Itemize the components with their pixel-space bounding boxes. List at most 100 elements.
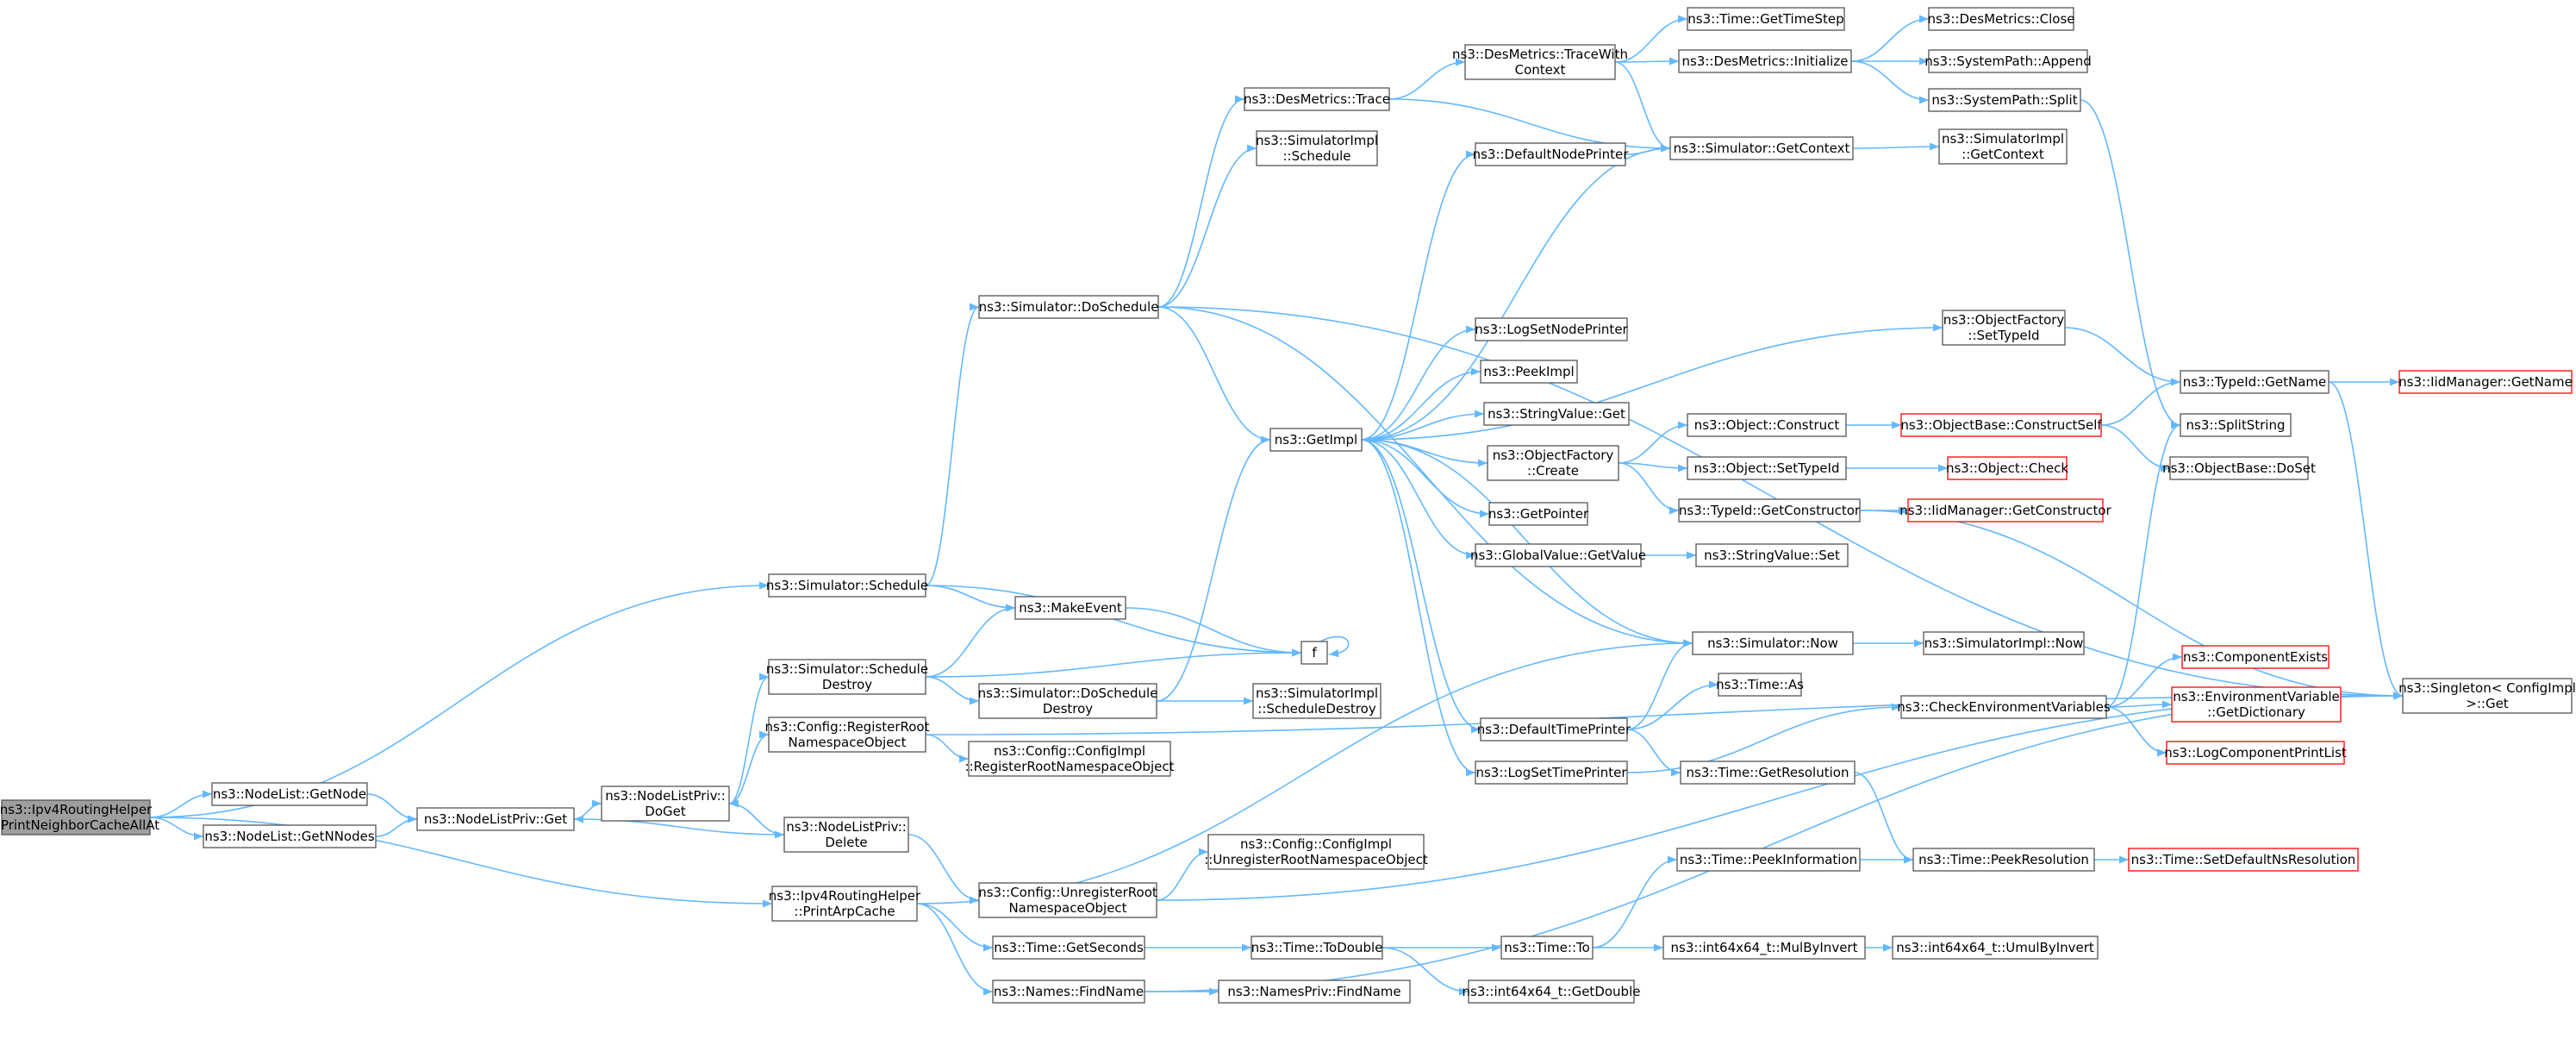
node-ns3-iidmanager-getname[interactable]: ns3::IidManager::GetName: [2398, 370, 2573, 394]
node-ns3-ipv4routinghelper-printneighborcacheallat[interactable]: ns3::Ipv4RoutingHelper::PrintNeighborCac…: [0, 799, 159, 836]
node-label: ns3::ObjectFactory: [1943, 312, 2065, 328]
node-ns3-object-settypeid[interactable]: ns3::Object::SetTypeId: [1687, 456, 1847, 480]
node-f[interactable]: f: [1300, 641, 1328, 665]
edge-arrowhead: [574, 815, 583, 823]
node-label: ns3::SimulatorImpl::Now: [1924, 635, 2084, 651]
node-box: [2166, 741, 2345, 765]
edge-n15-n22: [1156, 848, 1209, 901]
node-ns3-time-gettimestep[interactable]: ns3::Time::GetTimeStep: [1687, 7, 1845, 31]
node-ns3-logsettimeprinter[interactable]: ns3::LogSetTimePrinter: [1475, 760, 1628, 785]
node-ns3-time-peekresolution[interactable]: ns3::Time::PeekResolution: [1912, 848, 2095, 872]
edge-arrowhead: [1329, 649, 1339, 658]
edge-n58-n62: [2105, 421, 2181, 708]
node-ns3-typeid-getconstructor[interactable]: ns3::TypeId::GetConstructor: [1678, 498, 1861, 523]
edge-n20-n53: [1361, 323, 1943, 441]
node-label: ns3::Time::GetTimeStep: [1687, 11, 1843, 27]
node-ns3-peekimpl[interactable]: ns3::PeekImpl: [1480, 360, 1578, 384]
node-ns3-desmetrics-close[interactable]: ns3::DesMetrics::Close: [1928, 7, 2075, 31]
node-ns3-simulator-scheduledestroy[interactable]: ns3::Simulator::ScheduleDestroy: [766, 659, 928, 695]
node-label: ns3::DefaultTimePrinter: [1477, 722, 1631, 737]
node-box: [2402, 678, 2573, 714]
node-ns3-simulator-now[interactable]: ns3::Simulator::Now: [1692, 631, 1854, 655]
node-ns3-nodelistpriv-get[interactable]: ns3::NodeListPriv::Get: [416, 807, 575, 831]
edge-n20-n28: [1361, 367, 1481, 441]
edge-arrowhead: [1006, 604, 1015, 612]
node-ns3-simulator-getcontext[interactable]: ns3::Simulator::GetContext: [1669, 136, 1854, 160]
edge-line: [149, 817, 773, 904]
node-ns3-getimpl[interactable]: ns3::GetImpl: [1269, 428, 1363, 452]
node-ns3-config-configimpl-registerrootnamespaceobject[interactable]: ns3::Config::ConfigImpl::RegisterRootNam…: [965, 741, 1175, 777]
node-ns3-objectbase-constructself[interactable]: ns3::ObjectBase::ConstructSelf: [1900, 413, 2102, 437]
edge-line: [728, 676, 770, 804]
node-ns3-defaulttimeprinter[interactable]: ns3::DefaultTimePrinter: [1477, 717, 1631, 742]
node-ns3-time-as[interactable]: ns3::Time::As: [1716, 673, 1804, 697]
node-ns3-simulatorimpl-getcontext[interactable]: ns3::SimulatorImpl::GetContext: [1938, 128, 2068, 165]
node-ns3-componentexists[interactable]: ns3::ComponentExists: [2181, 645, 2330, 669]
node-ns3-systempath-append[interactable]: ns3::SystemPath::Append: [1924, 49, 2092, 73]
node-ns3-defaultnodeprinter[interactable]: ns3::DefaultNodePrinter: [1473, 142, 1630, 166]
node-ns3-objectbase-doset[interactable]: ns3::ObjectBase::DoSet: [2162, 456, 2316, 480]
edge-n1-n12: [925, 303, 980, 586]
node-ns3-nodelistpriv-delete[interactable]: ns3::NodeListPriv::Delete: [783, 817, 909, 853]
node-ns3-typeid-getname[interactable]: ns3::TypeId::GetName: [2180, 370, 2330, 394]
node-ns3-stringvalue-get[interactable]: ns3::StringValue::Get: [1483, 402, 1630, 426]
node-ns3-namespriv-findname[interactable]: ns3::NamesPriv::FindName: [1218, 980, 1411, 1004]
node-ns3-config-registerrootnamespaceobject[interactable]: ns3::Config::RegisterRootNamespaceObject: [765, 717, 930, 753]
node-ns3-stringvalue-set[interactable]: ns3::StringValue::Set: [1695, 543, 1849, 567]
node-ns3-desmetrics-initialize[interactable]: ns3::DesMetrics::Initialize: [1678, 49, 1852, 73]
node-ns3-time-peekinformation[interactable]: ns3::Time::PeekInformation: [1676, 848, 1861, 872]
node-ns3-nodelist-getnnodes[interactable]: ns3::NodeList::GetNNodes: [203, 824, 377, 848]
node-ns3-objectfactory-create[interactable]: ns3::ObjectFactory::Create: [1487, 445, 1619, 481]
node-ns3-splitstring[interactable]: ns3::SplitString: [2180, 413, 2292, 437]
node-ns3-globalvalue-getvalue[interactable]: ns3::GlobalValue::GetValue: [1470, 543, 1646, 567]
node-ns3-int64x64-t-getdouble[interactable]: ns3::int64x64_t::GetDouble: [1463, 980, 1641, 1004]
node-label: Destroy: [1043, 701, 1093, 717]
node-ns3-singleton-configimpl-get[interactable]: ns3::Singleton< ConfigImpl >::Get: [2398, 678, 2576, 714]
node-ns3-int64x64-t-mulbyinvert[interactable]: ns3::int64x64_t::MulByInvert: [1662, 936, 1866, 960]
node-ns3-logcomponentprintlist[interactable]: ns3::LogComponentPrintList: [2164, 741, 2347, 765]
edge-n20-n26: [1361, 150, 1476, 441]
node-ns3-getpointer[interactable]: ns3::GetPointer: [1488, 502, 1589, 526]
node-ns3-time-setdefaultnsresolution[interactable]: ns3::Time::SetDefaultNsResolution: [2128, 848, 2359, 872]
node-ns3-time-to[interactable]: ns3::Time::To: [1500, 936, 1594, 960]
node-box: [978, 683, 1157, 719]
edge-n46-n59: [1854, 772, 1914, 864]
node-ns3-nodelist-getnode[interactable]: ns3::NodeList::GetNode: [211, 782, 368, 806]
node-ns3-environmentvariable-getdictionary[interactable]: ns3::EnvironmentVariable::GetDictionary: [2171, 686, 2342, 723]
node-ns3-iidmanager-getconstructor[interactable]: ns3::IidManager::GetConstructor: [1899, 498, 2112, 523]
node-label: ns3::DesMetrics::TraceWith: [1452, 47, 1628, 62]
node-label: ::PrintArpCache: [794, 904, 895, 919]
node-ns3-names-findname[interactable]: ns3::Names::FindName: [992, 980, 1145, 1004]
node-ns3-time-getseconds[interactable]: ns3::Time::GetSeconds: [992, 936, 1145, 960]
node-box: [1475, 142, 1626, 166]
node-box: [1207, 834, 1425, 870]
node-ns3-object-check[interactable]: ns3::Object::Check: [1946, 456, 2068, 480]
node-ns3-checkenvironmentvariables[interactable]: ns3::CheckEnvironmentVariables: [1897, 695, 2111, 719]
edge-line: [1626, 729, 1681, 773]
node-ns3-simulatorimpl-now[interactable]: ns3::SimulatorImpl::Now: [1923, 631, 2085, 655]
node-ns3-config-unregisterrootnamespaceobject[interactable]: ns3::Config::UnregisterRootNamespaceObje…: [978, 882, 1157, 918]
node-ns3-simulatorimpl-schedule[interactable]: ns3::SimulatorImpl::Schedule: [1256, 130, 1378, 166]
node-ns3-desmetrics-trace[interactable]: ns3::DesMetrics::Trace: [1244, 87, 1390, 111]
node-ns3-object-construct[interactable]: ns3::Object::Construct: [1687, 413, 1847, 437]
node-ns3-simulatorimpl-scheduledestroy[interactable]: ns3::SimulatorImpl::ScheduleDestroy: [1252, 683, 1382, 719]
edge-n59-n67: [2093, 855, 2129, 864]
node-ns3-time-todouble[interactable]: ns3::Time::ToDouble: [1251, 936, 1383, 960]
node-label: ns3::StringValue::Set: [1704, 548, 1840, 563]
node-ns3-systempath-split[interactable]: ns3::SystemPath::Split: [1928, 88, 2081, 112]
node-ns3-nodelistpriv-doget[interactable]: ns3::NodeListPriv::DoGet: [601, 786, 730, 822]
node-ns3-makeevent[interactable]: ns3::MakeEvent: [1014, 596, 1126, 620]
node-ns3-int64x64-t-umulbyinvert[interactable]: ns3::int64x64_t::UmulByInvert: [1892, 936, 2099, 960]
node-box: [1269, 428, 1363, 452]
node-ns3-config-configimpl-unregisterrootnamespaceobject[interactable]: ns3::Config::ConfigImpl::UnregisterRootN…: [1204, 834, 1428, 870]
node-ns3-objectfactory-settypeid[interactable]: ns3::ObjectFactory::SetTypeId: [1942, 310, 2066, 346]
node-label: ns3::Simulator::DoSchedule: [979, 299, 1159, 315]
node-ns3-ipv4routinghelper-printarpcache[interactable]: ns3::Ipv4RoutingHelper::PrintArpCache: [769, 886, 921, 922]
node-ns3-simulator-schedule[interactable]: ns3::Simulator::Schedule: [766, 573, 928, 598]
node-ns3-logsetnodeprinter[interactable]: ns3::LogSetNodePrinter: [1475, 317, 1629, 341]
edge-line: [925, 607, 1016, 678]
node-ns3-time-getresolution[interactable]: ns3::Time::GetResolution: [1680, 760, 1856, 785]
node-ns3-simulator-doschedule[interactable]: ns3::Simulator::DoSchedule: [978, 295, 1159, 319]
